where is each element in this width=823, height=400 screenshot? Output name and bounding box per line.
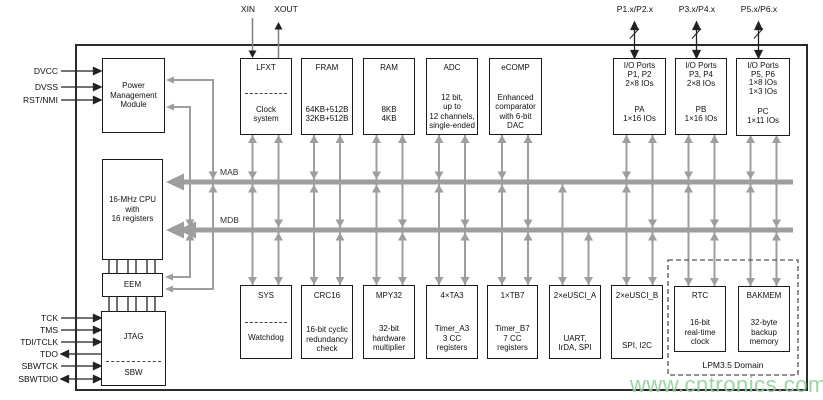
block-crc16: CRC16 16-bit cyclic redundancy check	[301, 285, 353, 359]
sbw-zone: SBW	[102, 360, 165, 385]
block-timer-b7: 1×TB7 Timer_B7 7 CC registers	[487, 285, 538, 359]
block-ecomp: eCOMP Enhanced comparator with 6-bit DAC	[489, 58, 542, 135]
sys-body: Watchdog	[248, 333, 284, 343]
ecomp-title: eCOMP	[501, 63, 530, 72]
adc-body: 12 bit, up to 12 channels, single-ended	[429, 92, 475, 131]
xout-arrow	[274, 22, 283, 30]
pin-lines	[59, 66, 103, 384]
pin-label-dvss: DVSS	[34, 82, 58, 92]
lpm-domain-box	[667, 259, 799, 376]
jtag-title: JTAG	[123, 331, 144, 341]
debug-stub-connectors	[108, 260, 156, 311]
jtag-divider	[106, 361, 161, 362]
block-cpu: 16-MHz CPU with 16 registers	[102, 159, 163, 260]
ram-body: 8KB 4KB	[381, 104, 397, 124]
uscib-body: SPI, I2C	[622, 341, 652, 351]
io34-title: I/O Ports P3, P4 2×8 IOs	[685, 61, 717, 88]
rtc-title: RTC	[691, 291, 709, 300]
crc-body: 16-bit cyclic redundancy check	[306, 325, 348, 354]
ram-title: RAM	[380, 63, 398, 72]
block-eem: EEM	[102, 273, 163, 297]
bus-column-arrows	[248, 135, 781, 286]
adc-title: ADC	[443, 63, 461, 72]
mpy-title: MPY32	[375, 291, 403, 300]
pin-label-p3p4: P3.x/P4.x	[678, 4, 716, 14]
mab-to-cpu-arrow	[166, 173, 184, 191]
pin-label-p5p6: P5.x/P6.x	[740, 4, 778, 14]
sys-divider	[245, 322, 287, 323]
block-eusci-b: 2×eUSCI_B SPI, I2C	[611, 285, 663, 359]
mab-mdb-buses	[166, 173, 793, 239]
io12-title: I/O Ports P1, P2 2×8 IOs	[623, 61, 656, 88]
uscib-title: 2×eUSCI_B	[615, 291, 659, 300]
eem-title: EEM	[123, 280, 142, 290]
mdb-label: MDB	[220, 215, 239, 225]
block-power-management: Power Management Module	[102, 58, 165, 133]
xin-arrow	[248, 50, 257, 58]
pin-label-xin: XIN	[240, 4, 256, 14]
io34-body: PB 1×16 IOs	[684, 104, 718, 124]
pin-label-sbwtdio: SBWTDIO	[18, 374, 58, 384]
pin-label-dvcc: DVCC	[33, 66, 58, 76]
pin-label-tdo: TDO	[40, 349, 58, 359]
block-fram: FRAM 64KB+512B 32KB+512B	[301, 58, 353, 135]
uscia-body: UART, IrDA, SPI	[558, 333, 592, 353]
chip-border	[75, 44, 808, 391]
block-io-p1-p2: I/O Ports P1, P2 2×8 IOs PA 1×16 IOs	[613, 58, 666, 135]
pin-label-p1p2: P1.x/P2.x	[616, 4, 654, 14]
block-rtc: RTC 16-bit real-time clock	[674, 286, 726, 352]
pin-label-tms: TMS	[40, 325, 58, 335]
block-ram: RAM 8KB 4KB	[363, 58, 415, 135]
fram-title: FRAM	[315, 63, 339, 72]
tb7-body: Timer_B7 7 CC registers	[495, 324, 530, 353]
lpm-domain-label: LPM3.5 Domain	[702, 360, 764, 370]
jtag-zone: JTAG	[102, 312, 165, 361]
lfxt-divider	[245, 93, 287, 94]
bakmem-body: 32-byte backup memory	[749, 318, 779, 347]
bakmem-title: BAKMEM	[746, 291, 782, 300]
xin-xout-lines	[248, 18, 283, 58]
lfxt-body: Clock system	[253, 104, 279, 124]
block-bakmem: BAKMEM 32-byte backup memory	[738, 286, 790, 352]
rtc-body: 16-bit real-time clock	[684, 318, 716, 347]
pin-label-tck: TCK	[41, 313, 58, 323]
fram-body: 64KB+512B 32KB+512B	[305, 104, 349, 124]
block-io-p3-p4: I/O Ports P3, P4 2×8 IOs PB 1×16 IOs	[675, 58, 727, 135]
block-mpy32: MPY32 32-bit hardware multiplier	[363, 285, 415, 359]
io56-title: I/O Ports P5, P6 1×8 IOs 1×3 IOs	[747, 61, 779, 96]
pmm-eem-bus-links	[165, 76, 218, 293]
watermark: www.cntronics.com	[630, 372, 823, 397]
crc-title: CRC16	[313, 291, 341, 300]
pmm-text: Power Management Module	[110, 81, 157, 110]
pin-label-rst-nmi: RST/NMI	[23, 95, 58, 105]
ecomp-body: Enhanced comparator with 6-bit DAC	[495, 92, 536, 131]
lfxt-title: LFXT	[256, 63, 276, 72]
block-lfxt: LFXT Clock system	[240, 58, 292, 135]
mpy-body: 32-bit hardware multiplier	[372, 324, 406, 353]
cpu-text: 16-MHz CPU with 16 registers	[108, 195, 157, 224]
io12-body: PA 1×16 IOs	[623, 104, 656, 124]
port-arrows	[629, 20, 764, 60]
mdb-to-cpu-arrow	[166, 221, 184, 239]
block-adc: ADC 12 bit, up to 12 channels, single-en…	[426, 58, 478, 135]
block-sys: SYS Watchdog	[240, 285, 292, 359]
ta3-body: Timer_A3 3 CC registers	[434, 324, 470, 353]
uscia-title: 2×eUSCI_A	[553, 291, 597, 300]
block-eusci-a: 2×eUSCI_A UART, IrDA, SPI	[549, 285, 601, 359]
mab-label: MAB	[220, 167, 239, 177]
pin-label-xout: XOUT	[274, 4, 298, 14]
block-jtag-sbw: JTAG SBW	[101, 311, 166, 386]
io56-body: PC 1×11 IOs	[746, 106, 780, 126]
ta3-title: 4×TA3	[440, 291, 464, 300]
block-timer-a3: 4×TA3 Timer_A3 3 CC registers	[426, 285, 478, 359]
pin-label-tdi: TDI/TCLK	[20, 337, 58, 347]
tb7-title: 1×TB7	[500, 291, 525, 300]
block-io-p5-p6: I/O Ports P5, P6 1×8 IOs 1×3 IOs PC 1×11…	[736, 58, 790, 136]
sys-title: SYS	[257, 291, 274, 300]
pin-label-sbwtck: SBWTCK	[21, 361, 58, 371]
sbw-label: SBW	[124, 367, 143, 377]
